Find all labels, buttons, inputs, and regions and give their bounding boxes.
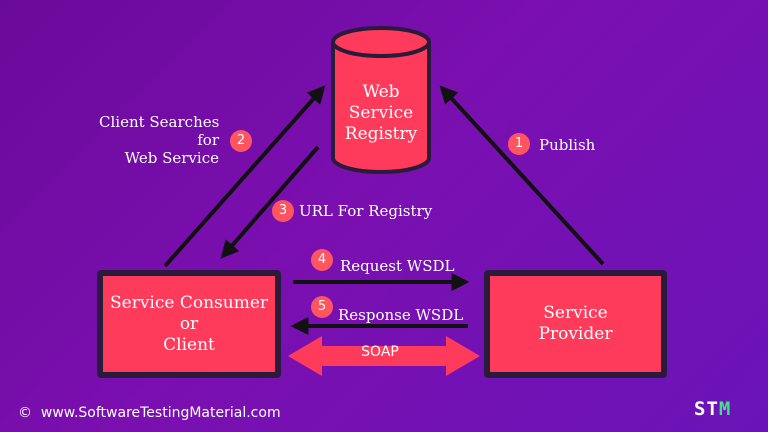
consumer-line: Client — [163, 334, 215, 355]
step-2-line: for — [197, 131, 219, 149]
service-provider-box: Service Provider — [484, 270, 667, 378]
arrow-client-search — [163, 85, 326, 268]
step-2-label: Client Searches for Web Service — [99, 113, 219, 167]
service-consumer-box: Service Consumer or Client — [97, 270, 281, 378]
registry-line: Service — [348, 103, 414, 123]
step-4-label: Request WSDL — [340, 257, 455, 275]
logo-text: ST — [694, 398, 719, 420]
step-1-badge: 1 — [508, 133, 530, 155]
registry-line: Registry — [344, 124, 418, 144]
step-5-badge: 5 — [311, 296, 333, 318]
provider-line: Service — [543, 303, 608, 323]
stm-logo: STM — [694, 398, 731, 420]
registry-cylinder — [331, 26, 431, 174]
consumer-line: or — [179, 313, 199, 334]
website-link[interactable]: www.SoftwareTestingMaterial.com — [40, 405, 281, 421]
footer-credit: © www.SoftwareTestingMaterial.com — [18, 405, 281, 421]
arrow-url-for-registry — [220, 145, 320, 259]
copyright-icon: © — [18, 405, 32, 421]
consumer-line: Service Consumer — [109, 292, 269, 313]
step-3-label: URL For Registry — [299, 202, 433, 220]
arrow-publish — [439, 85, 605, 266]
step-4-badge: 4 — [311, 249, 333, 271]
step-2-badge: 2 — [230, 130, 252, 152]
step-2-line: Web Service — [124, 149, 219, 167]
soap-label: SOAP — [361, 344, 399, 360]
registry-label: Web Service Registry — [330, 82, 432, 145]
step-1-label: Publish — [539, 136, 596, 154]
step-3-badge: 3 — [272, 200, 294, 222]
provider-line: Provider — [538, 324, 613, 344]
step-5-label: Response WSDL — [338, 306, 464, 324]
step-2-line: Client Searches — [99, 113, 220, 131]
logo-accent-text: M — [718, 398, 732, 420]
registry-line: Web — [362, 82, 400, 102]
soap-double-arrow — [288, 336, 480, 376]
